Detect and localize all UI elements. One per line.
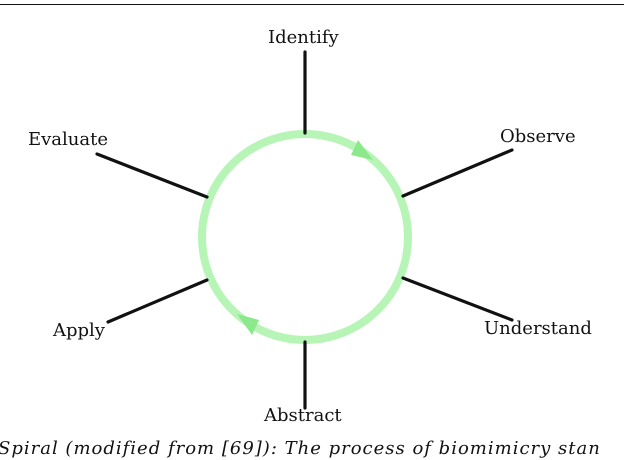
stage-label-understand: Understand [484, 318, 592, 339]
spoke-observe [401, 148, 514, 198]
cycle-arrowhead-bottom-left [237, 314, 259, 335]
spoke-apply [106, 278, 209, 324]
stage-label-evaluate: Evaluate [28, 129, 109, 150]
cycle-ring [198, 130, 412, 344]
stage-label-abstract: Abstract [264, 405, 342, 426]
spoke-evaluate [95, 152, 209, 199]
top-rule [0, 4, 624, 5]
cycle-arrowhead-top-right [351, 140, 373, 160]
stage-label-observe: Observe [500, 126, 576, 147]
stage-label-identify: Identify [268, 27, 339, 48]
figure-caption: Spiral (modified from [69]): The process… [0, 438, 601, 459]
spoke-understand [401, 276, 514, 322]
stage-label-apply: Apply [53, 320, 105, 341]
